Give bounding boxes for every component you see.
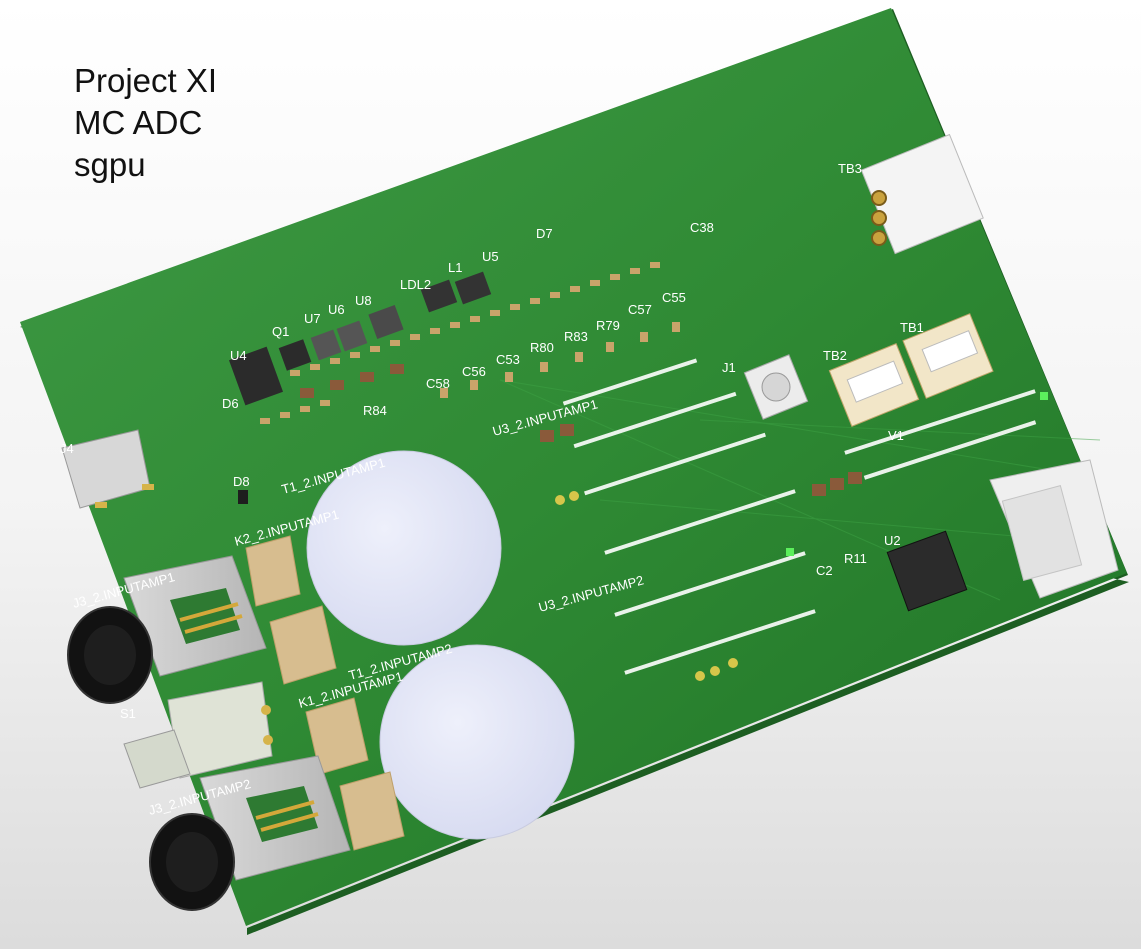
ic-u4 <box>228 346 284 406</box>
label-u4: U4 <box>230 348 247 363</box>
title-line-author: sgpu <box>74 146 146 183</box>
disc-shield-lower <box>379 644 575 840</box>
relay-pads <box>245 535 405 851</box>
label-j4: J4 <box>60 441 74 456</box>
label-u8: U8 <box>355 293 372 308</box>
label-c56: C56 <box>462 364 486 379</box>
audio-jack-inputamp1 <box>67 555 267 704</box>
title-line-project: Project XI <box>74 62 218 99</box>
label-c2: C2 <box>816 563 833 578</box>
audio-jack-inputamp2 <box>149 755 351 911</box>
header-connector <box>989 459 1119 599</box>
label-d8: D8 <box>233 474 250 489</box>
dip-switch-tb1 <box>902 313 994 399</box>
label-l1: L1 <box>448 260 462 275</box>
label-tb1: TB1 <box>900 320 924 335</box>
label-tb3: TB3 <box>838 161 862 176</box>
passive-components <box>260 262 1048 681</box>
title-line-board: MC ADC <box>74 104 203 141</box>
connector-j4 <box>61 429 154 509</box>
project-title-block: Project XI MC ADC sgpu <box>74 60 217 186</box>
label-c55: C55 <box>662 290 686 305</box>
label-u7: U7 <box>304 311 321 326</box>
label-c57: C57 <box>628 302 652 317</box>
pcb-board <box>20 8 1127 926</box>
label-r79: R79 <box>596 318 620 333</box>
diode-d8 <box>238 490 248 504</box>
label-d6: D6 <box>222 396 239 411</box>
label-tb2: TB2 <box>823 348 847 363</box>
label-c58: C58 <box>426 376 450 391</box>
ic-row-regulators <box>278 271 492 371</box>
label-r83: R83 <box>564 329 588 344</box>
terminal-block-tb3 <box>860 133 984 255</box>
label-s1: S1 <box>120 706 136 721</box>
label-j1: J1 <box>722 360 736 375</box>
pushbutton-j1 <box>743 354 809 420</box>
label-v1: V1 <box>888 428 904 443</box>
ic-u2 <box>886 530 968 612</box>
label-ldl2: LDL2 <box>400 277 431 292</box>
label-d7: D7 <box>536 226 553 241</box>
label-c38: C38 <box>690 220 714 235</box>
label-u2: U2 <box>884 533 901 548</box>
label-q1: Q1 <box>272 324 289 339</box>
label-r84: R84 <box>363 403 387 418</box>
label-u6: U6 <box>328 302 345 317</box>
label-r11: R11 <box>844 551 867 566</box>
dip-switch-tb2 <box>828 343 920 427</box>
label-r80: R80 <box>530 340 554 355</box>
switch-s1 <box>123 681 273 789</box>
label-u5: U5 <box>482 249 499 264</box>
label-c53: C53 <box>496 352 520 367</box>
disc-shield-upper <box>306 450 502 646</box>
